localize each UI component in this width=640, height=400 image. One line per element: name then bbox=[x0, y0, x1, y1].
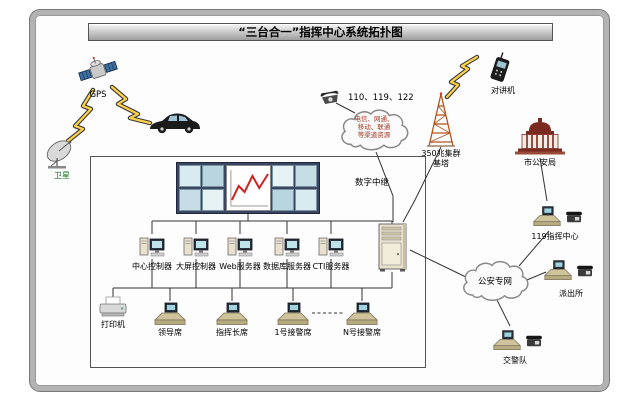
wall-screen bbox=[179, 165, 201, 188]
digital-trunk-label: 数字中继 bbox=[354, 178, 389, 188]
seat-n-icon bbox=[345, 300, 379, 326]
web-server-icon bbox=[227, 233, 253, 259]
traffic-police-label: 交警队 bbox=[503, 356, 527, 365]
cti-server-label: CTI服务器 bbox=[312, 262, 350, 271]
printer-label: 打印机 bbox=[101, 320, 125, 329]
video-display-wall bbox=[176, 162, 320, 214]
wall-screen bbox=[202, 165, 224, 188]
city-bureau-building-icon bbox=[512, 118, 568, 158]
center-119-phone-icon bbox=[565, 210, 583, 224]
city-bureau-label: 市公安局 bbox=[524, 158, 556, 167]
gps-label: GPS bbox=[89, 90, 107, 100]
center-controller-label: 中心控制器 bbox=[132, 262, 172, 271]
wall-screen bbox=[272, 188, 294, 211]
wall-chart-screen bbox=[225, 165, 271, 211]
carrier-cloud-label: 电信、网通、 移动、联通 等渠道资源 bbox=[354, 115, 394, 139]
wall-screen bbox=[295, 188, 317, 211]
interphone-label: 对讲机 bbox=[491, 86, 515, 95]
leader-seat-icon bbox=[153, 300, 187, 326]
radio-tower-icon bbox=[424, 92, 458, 148]
wall-screen bbox=[295, 165, 317, 188]
wall-screen bbox=[179, 188, 201, 211]
printer-icon bbox=[98, 296, 128, 318]
police-car-icon bbox=[148, 112, 202, 136]
satellite-dish-icon bbox=[44, 138, 80, 170]
police-station-label: 派出所 bbox=[559, 289, 583, 298]
web-server-label: Web服务器 bbox=[219, 262, 261, 271]
satellite-label: 卫星 bbox=[54, 171, 70, 180]
phone-lines-label: 110、119、122 bbox=[348, 93, 414, 103]
screen-controller-label: 大屏控制器 bbox=[176, 262, 216, 271]
police-station-phone-icon bbox=[576, 264, 594, 278]
screen-controller-icon bbox=[183, 233, 209, 259]
diagram-title: “三台合一”指挥中心系统拓扑图 bbox=[88, 23, 553, 41]
db-server-label: 数据库服务器 bbox=[263, 262, 311, 271]
center-controller-icon bbox=[139, 233, 165, 259]
db-server-icon bbox=[274, 233, 300, 259]
commander-seat-icon bbox=[215, 300, 249, 326]
police-station-computer-icon bbox=[543, 258, 573, 281]
traffic-police-computer-icon bbox=[492, 328, 522, 351]
commander-seat-label: 指挥长席 bbox=[216, 328, 248, 337]
seat-1-icon bbox=[276, 300, 310, 326]
center-119-computer-icon bbox=[532, 204, 562, 227]
center-119-label: 119指挥中心 bbox=[531, 232, 579, 241]
seat-n-label: N号接警席 bbox=[343, 328, 381, 337]
server-cabinet-icon bbox=[376, 222, 410, 272]
wall-screen bbox=[202, 188, 224, 211]
wall-screen bbox=[272, 165, 294, 188]
interphone-icon bbox=[490, 52, 514, 84]
leader-seat-label: 领导席 bbox=[158, 328, 182, 337]
seat-1-label: 1号接警席 bbox=[274, 328, 312, 337]
cti-server-icon bbox=[318, 233, 344, 259]
traffic-police-phone-icon bbox=[525, 334, 543, 348]
tower-label: 350兆集群 基塔 bbox=[421, 149, 461, 168]
gps-satellite-icon bbox=[78, 54, 118, 88]
police-network-label: 公安专网 bbox=[477, 277, 512, 287]
